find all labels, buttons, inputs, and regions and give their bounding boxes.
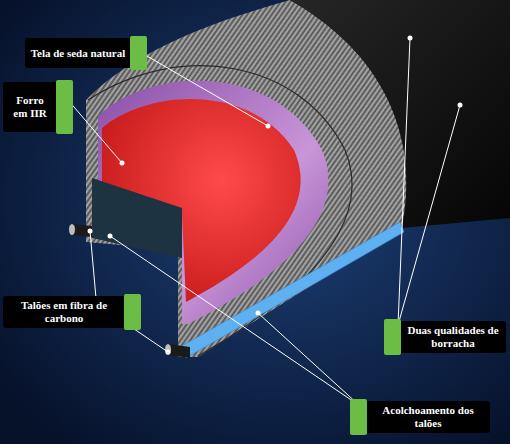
- leader-line: [90, 231, 96, 298]
- leader-dot: [88, 229, 93, 234]
- green-tab: [384, 319, 401, 355]
- leader-line: [68, 100, 122, 163]
- callout-box: Tela de seda natural: [25, 38, 147, 68]
- inner-wall: [92, 178, 182, 258]
- callout-box: Talões em fibra de carbono: [3, 296, 141, 328]
- leader-line: [258, 313, 360, 406]
- leader-dot: [408, 36, 413, 41]
- leader-line: [398, 105, 460, 325]
- green-tab: [130, 36, 147, 70]
- bead-rod: [72, 224, 92, 237]
- leader-dot: [256, 311, 261, 316]
- green-tab: [56, 80, 73, 134]
- green-tab: [124, 294, 141, 330]
- leader-dot: [266, 124, 271, 129]
- bead-rod-end: [165, 344, 171, 355]
- bead-rod-end: [69, 224, 75, 235]
- leader-dot: [120, 161, 125, 166]
- leader-line: [398, 38, 410, 325]
- callout-label: Forro em IIR: [8, 94, 52, 120]
- callout-label: Duas qualidades de borracha: [405, 324, 501, 350]
- leader-dots: [88, 36, 463, 355]
- callout-label: Tela de seda natural: [30, 47, 126, 60]
- leader-dot: [108, 234, 113, 239]
- bead-padding: [180, 222, 404, 358]
- callout-box: Forro em IIR: [3, 82, 73, 132]
- callout-label: Talões em fibra de carbono: [14, 299, 114, 325]
- leader-dot: [166, 350, 171, 355]
- green-tab: [350, 399, 367, 435]
- casing-edge: [88, 66, 352, 356]
- leader-dot: [458, 103, 463, 108]
- leader-line: [140, 52, 268, 126]
- bead-rod: [168, 344, 190, 358]
- callout-box: Acolchoamento dos talões: [350, 401, 490, 433]
- callout-label: Acolchoamento dos talões: [375, 404, 481, 430]
- leader-line: [110, 236, 360, 406]
- callout-box: Duas qualidades de borracha: [384, 321, 506, 353]
